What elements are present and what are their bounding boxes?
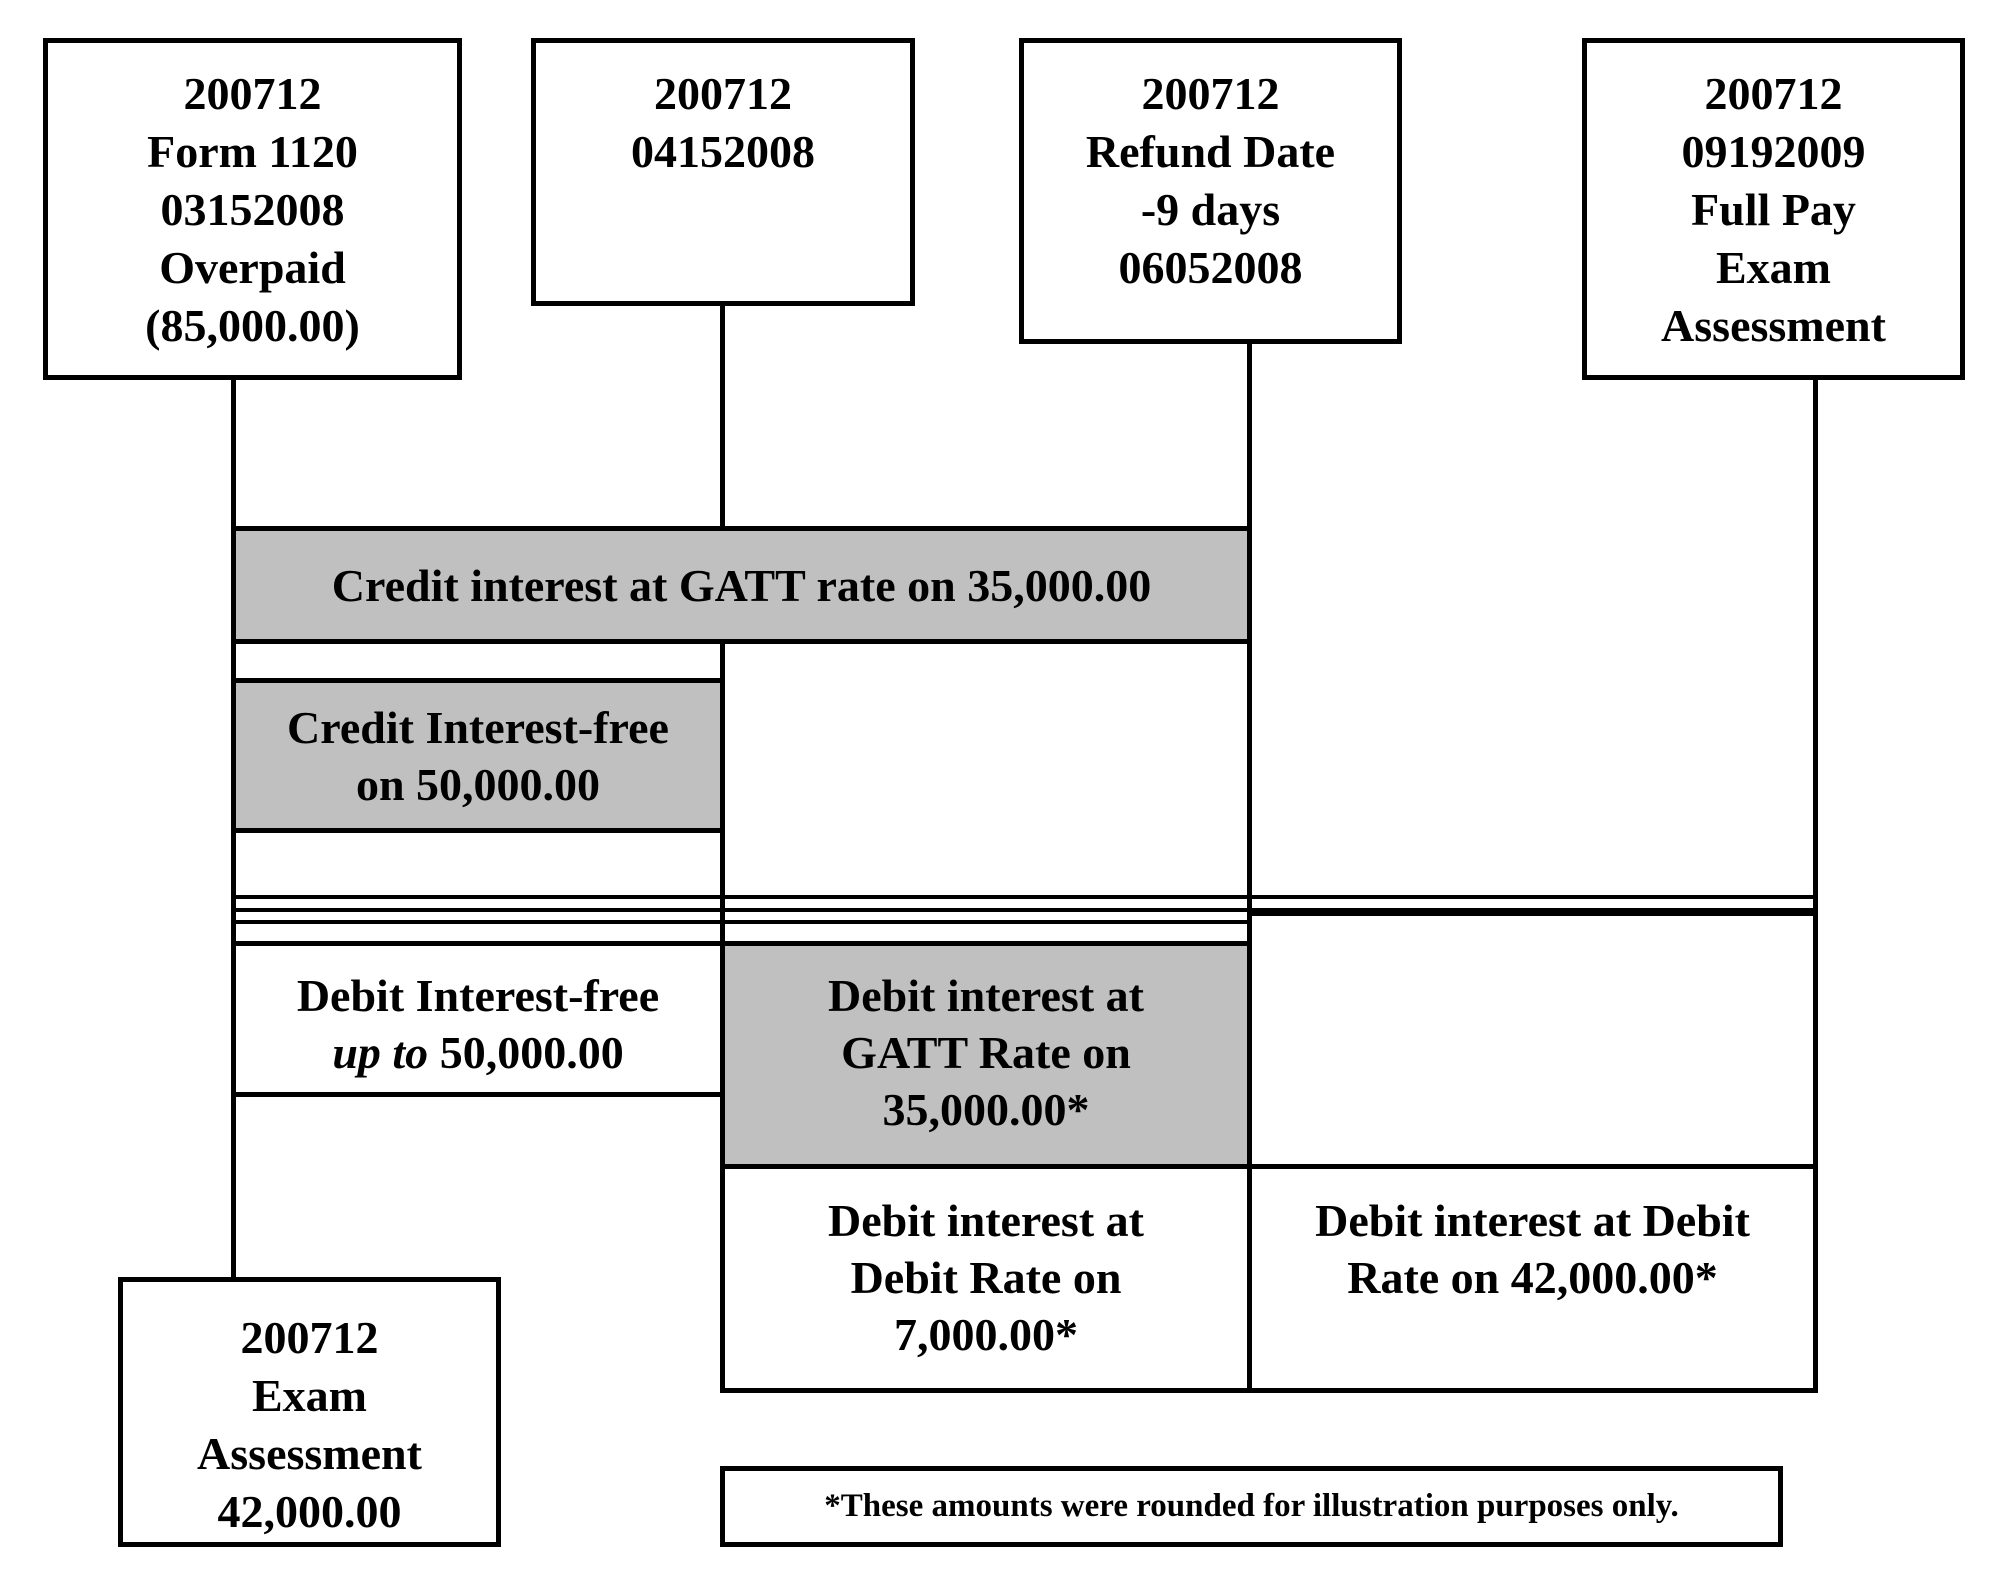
timeline-line-3 xyxy=(1247,340,1252,1393)
tax-return-line-2: Form 1120 xyxy=(147,126,358,177)
due-date-line-2: 04152008 xyxy=(631,126,815,177)
footnote-text: *These amounts were rounded for illustra… xyxy=(824,1488,1679,1524)
refund-date-line-4: 06052008 xyxy=(1118,242,1303,293)
tax-return-line-1: 200712 xyxy=(183,68,322,119)
tax-return-line-4: Overpaid xyxy=(159,242,346,293)
debit-rate-7000-line-1: Debit interest at xyxy=(828,1195,1144,1246)
full-pay-line-1: 200712 xyxy=(1704,68,1843,119)
exam-assessment-line-3: Assessment xyxy=(197,1428,422,1479)
debit-gatt-line-2: GATT Rate on xyxy=(841,1027,1131,1078)
separator-line-mid xyxy=(231,920,1818,924)
credit-free-line-1: Credit Interest-free xyxy=(287,701,669,753)
full-pay-line-4: Exam xyxy=(1716,242,1831,293)
full-pay-line-2: 09192009 xyxy=(1681,126,1866,177)
due-date-line-1: 200712 xyxy=(654,68,792,119)
timeline-line-2 xyxy=(720,303,725,1393)
debit-rate-7000-line-3: 7,000.00* xyxy=(894,1309,1078,1360)
refund-date-line-2: Refund Date xyxy=(1085,126,1336,177)
debit-gatt-line-3: 35,000.00* xyxy=(882,1084,1090,1135)
tax-return-box: 200712 Form 1120 03152008 Overpaid (85,0… xyxy=(43,38,462,380)
separator-line-bottom xyxy=(231,908,1818,912)
debit-free-line-2: up to 50,000.00 xyxy=(332,1024,623,1081)
credit-free-period: Credit Interest-free on 50,000.00 xyxy=(231,678,725,833)
debit-free-period: Debit Interest-free up to 50,000.00 xyxy=(231,941,725,1097)
debit-empty-cell xyxy=(1247,911,1818,1169)
footnote-box: *These amounts were rounded for illustra… xyxy=(720,1466,1783,1547)
debit-free-up-to: up to xyxy=(332,1027,429,1078)
refund-date-line-3: -9 days xyxy=(1140,184,1281,235)
debit-rate-42000-line-2: Rate on 42,000.00* xyxy=(1347,1252,1718,1303)
full-pay-line-5: Assessment xyxy=(1661,300,1886,351)
full-pay-box: 200712 09192009 Full Pay Exam Assessment xyxy=(1582,38,1965,380)
debit-free-line-1: Debit Interest-free xyxy=(296,970,660,1021)
separator-line-top xyxy=(231,895,1818,899)
refund-date-line-1: 200712 xyxy=(1141,68,1280,119)
full-pay-line-3: Full Pay xyxy=(1691,184,1856,235)
debit-rate-7000-period: Debit interest at Debit Rate on 7,000.00… xyxy=(720,1164,1252,1393)
debit-free-amount: 50,000.00 xyxy=(428,1027,624,1078)
exam-assessment-line-1: 200712 xyxy=(240,1312,379,1363)
credit-gatt-label: Credit interest at GATT rate on 35,000.0… xyxy=(331,559,1152,611)
tax-return-line-3: 03152008 xyxy=(160,184,345,235)
exam-assessment-box: 200712 Exam Assessment 42,000.00 xyxy=(118,1277,501,1547)
debit-rate-42000-period: Debit interest at Debit Rate on 42,000.0… xyxy=(1247,1164,1818,1393)
credit-gatt-period: Credit interest at GATT rate on 35,000.0… xyxy=(231,526,1252,644)
debit-rate-42000-line-1: Debit interest at Debit xyxy=(1315,1195,1750,1246)
due-date-box: 200712 04152008 xyxy=(531,38,915,306)
refund-date-box: 200712 Refund Date -9 days 06052008 xyxy=(1019,38,1402,344)
debit-gatt-line-1: Debit interest at xyxy=(828,970,1144,1021)
exam-assessment-line-4: 42,000.00 xyxy=(217,1486,402,1537)
exam-assessment-line-2: Exam xyxy=(252,1370,367,1421)
tax-return-line-5: (85,000.00) xyxy=(145,300,360,351)
credit-free-line-2: on 50,000.00 xyxy=(355,758,601,810)
debit-gatt-period: Debit interest at GATT Rate on 35,000.00… xyxy=(720,941,1252,1169)
timeline-line-4 xyxy=(1813,376,1818,1393)
debit-rate-7000-line-2: Debit Rate on xyxy=(850,1252,1122,1303)
